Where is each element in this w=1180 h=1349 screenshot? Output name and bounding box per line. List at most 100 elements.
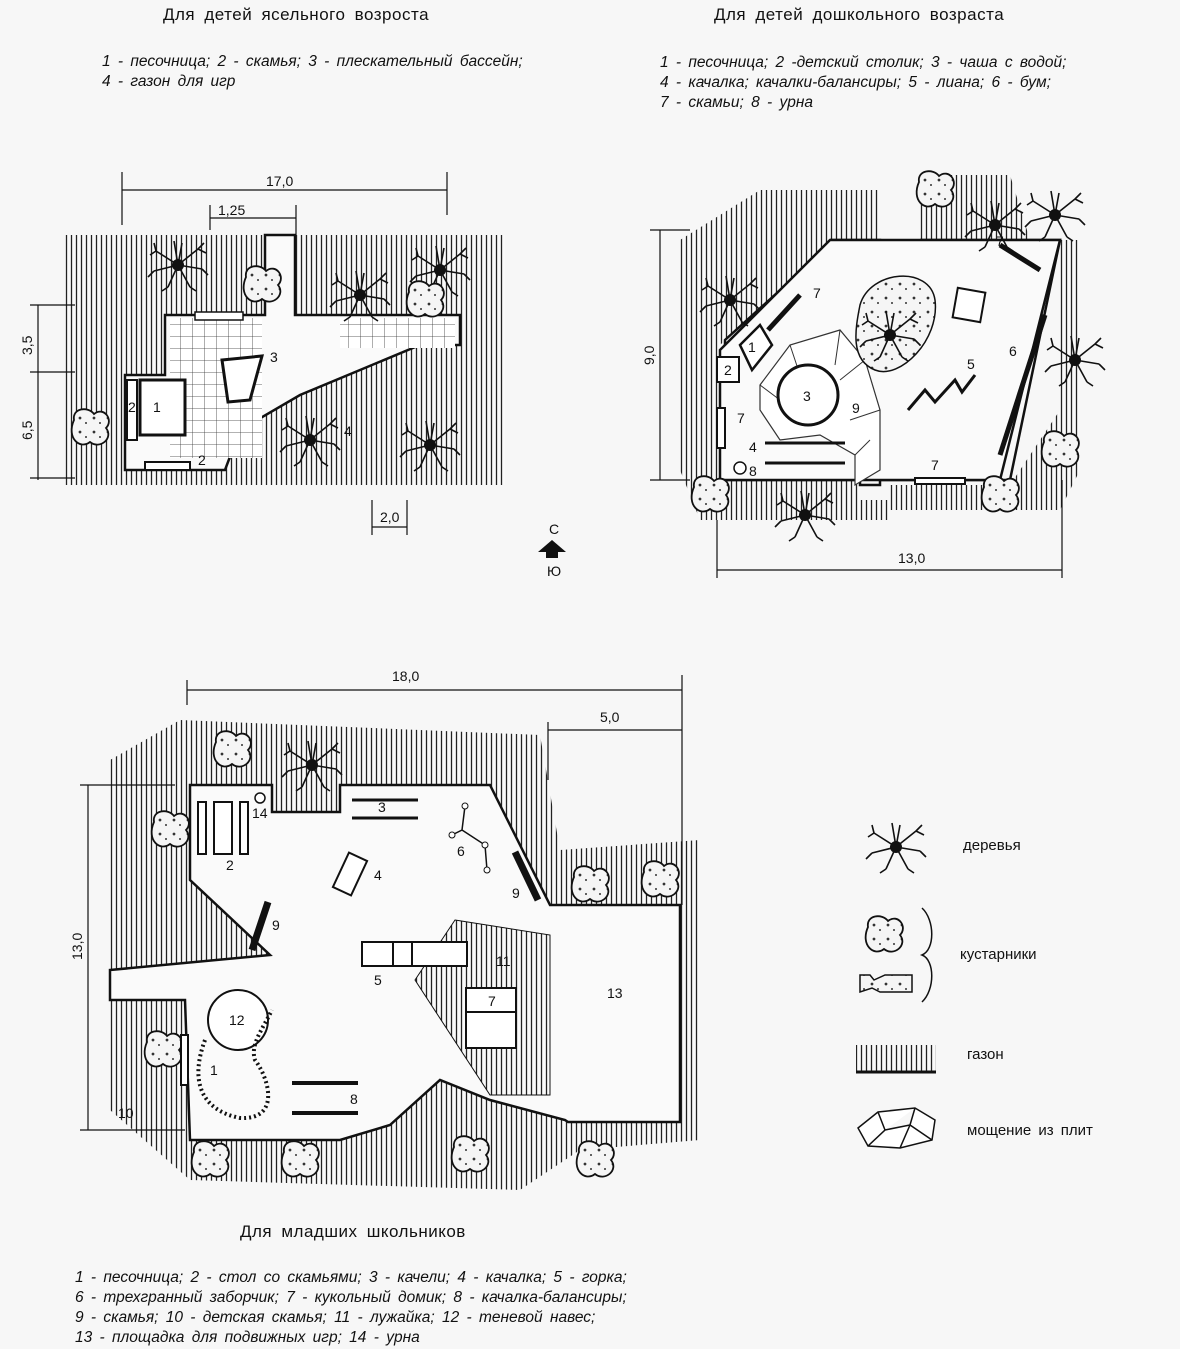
- plan-label: 9: [852, 400, 860, 416]
- bench: [766, 293, 802, 332]
- lawn-area: [680, 175, 1080, 520]
- plan-label: 14: [252, 805, 268, 821]
- plan-label: 12: [229, 1012, 245, 1028]
- bench: [511, 850, 542, 902]
- shade-canopy: [207, 989, 269, 1051]
- plan-label: 1: [153, 399, 161, 415]
- plan-label: 5: [374, 972, 382, 988]
- shrub-icon: [190, 1140, 230, 1178]
- shrub-icon: [570, 865, 610, 903]
- lawn-icon: [856, 1045, 936, 1072]
- plan-label: 3: [378, 799, 386, 815]
- plan2-caption-line: 7 - скамьи; 8 - урна: [660, 94, 814, 111]
- paving-icon: [857, 1107, 936, 1149]
- plan2-caption-line: 1 - песочница; 2 -детский столик; 3 - ча…: [660, 54, 1067, 71]
- plan-label: 1: [210, 1062, 218, 1078]
- plan-label: 7: [813, 285, 821, 301]
- plan3-caption-line: 13 - площадка для подвижных игр; 14 - ур…: [75, 1329, 420, 1346]
- plan3-caption: 1 - песочница; 2 - стол со скамьями; 3 -…: [75, 1268, 627, 1348]
- shrub-border-icon: [859, 974, 913, 994]
- slide: [361, 941, 468, 967]
- shrub-icon: [143, 1030, 183, 1068]
- tree-icon: [865, 822, 927, 874]
- bench: [716, 407, 726, 449]
- dim-label: 17,0: [266, 173, 293, 189]
- sandbox: [138, 378, 187, 437]
- plan-label: 7: [737, 410, 745, 426]
- balance-rocker: [292, 1081, 358, 1115]
- plan-label: 2: [198, 452, 206, 468]
- shrub-icon: [242, 265, 282, 303]
- dim-label: 9,0: [641, 345, 657, 365]
- liana: [906, 374, 977, 411]
- bench: [998, 242, 1042, 273]
- bench: [194, 311, 244, 321]
- compass-north: С: [549, 521, 559, 537]
- plan-label: 7: [996, 233, 1004, 249]
- plan-label: 13: [607, 985, 623, 1001]
- plan-label: 6: [457, 843, 465, 859]
- shrub-icon: [575, 1140, 615, 1178]
- plan-label: 4: [749, 439, 757, 455]
- grid-paving: [340, 318, 455, 348]
- dim-label: 2,0: [380, 509, 400, 525]
- dim-label: 3,5: [19, 335, 35, 355]
- legend: [856, 822, 936, 1149]
- pool: [220, 354, 265, 404]
- bench: [144, 461, 191, 471]
- dimension-lines: [80, 675, 683, 1131]
- plan-label: 3: [270, 349, 278, 365]
- plan1-caption-line: 1 - песочница; 2 - скамья; 3 - плескател…: [102, 53, 523, 70]
- dimension-lines: [30, 172, 448, 535]
- plan2-drawing: 9,0 13,0 1 2 3 4 5 6 7 7 7 7 8 9: [641, 170, 1106, 578]
- dimension-lines: [650, 229, 1063, 578]
- legend-lawn: газон: [967, 1046, 1004, 1063]
- water-bowl: [776, 363, 840, 427]
- plan1-drawing: 17,0 1,25 3,5 6,5 2,0 1 2 2 3 4: [19, 172, 505, 535]
- dim-label: 18,0: [392, 668, 419, 684]
- sandbox: [738, 322, 774, 373]
- bin-icon: [254, 792, 266, 804]
- dim-label: 6,5: [19, 420, 35, 440]
- legend-paving: мощение из плит: [967, 1122, 1093, 1139]
- plan-label: 6: [1009, 343, 1017, 359]
- shrub-icon: [405, 280, 445, 318]
- kids-bench: [180, 1034, 189, 1086]
- bin-icon: [733, 461, 747, 475]
- table-with-benches: [197, 801, 249, 855]
- balance-beam: [997, 314, 1048, 456]
- legend-shrubs: кустарники: [960, 946, 1037, 963]
- balance-rocker: [765, 441, 845, 465]
- shrub-icon: [212, 730, 252, 768]
- doll-house: [465, 987, 517, 1049]
- rocker: [331, 851, 369, 897]
- plan-label: 2: [724, 362, 732, 378]
- plan3-title: Для младших школьников: [240, 1222, 466, 1241]
- plan3-caption-line: 6 - трехгранный заборчик; 7 - кукольный …: [75, 1289, 627, 1306]
- plan-label: 9: [272, 917, 280, 933]
- plan2-caption-line: 4 - качалка; качалки-балансиры; 5 - лиан…: [660, 74, 1051, 91]
- plan1-caption: 1 - песочница; 2 - скамья; 3 - плескател…: [102, 52, 523, 92]
- plan-label: 2: [226, 857, 234, 873]
- shrub-icon: [980, 475, 1020, 513]
- shrub-icon: [640, 860, 680, 898]
- bench: [248, 900, 272, 952]
- plan-label: 7: [488, 993, 496, 1009]
- shrub-icon: [280, 1140, 320, 1178]
- shrub-icon: [70, 408, 110, 446]
- plan-label: 10: [118, 1105, 134, 1121]
- plan2-title: Для детей дошкольного возраста: [714, 5, 1005, 24]
- bench: [126, 379, 138, 441]
- plan-label: 9: [512, 885, 520, 901]
- compass-south: Ю: [547, 563, 561, 579]
- table: [716, 356, 740, 383]
- brace: [919, 907, 933, 1003]
- plan1-caption-line: 4 - газон для игр: [102, 73, 236, 90]
- plan-label: 11: [496, 953, 511, 969]
- plan-label: 1: [748, 339, 756, 355]
- shrub-icon: [450, 1135, 490, 1173]
- swings: [352, 798, 418, 820]
- plan-label: 7: [931, 457, 939, 473]
- plan1-title: Для детей ясельного возроста: [163, 5, 430, 24]
